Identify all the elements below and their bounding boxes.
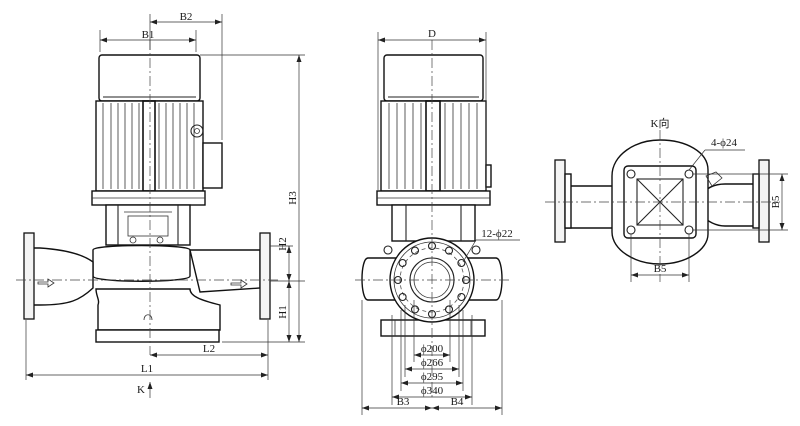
label-d: D (428, 28, 436, 40)
k-view-dimensions (630, 149, 788, 282)
front-view (16, 40, 280, 355)
label-bolt-flange: 12-ϕ22 (481, 228, 512, 240)
label-b3: B3 (397, 396, 410, 408)
label-b5-vertical: B5 (770, 195, 782, 208)
label-k-arrow: K (137, 384, 145, 396)
label-d295: ϕ295 (421, 371, 444, 383)
label-b1: B1 (142, 29, 155, 41)
label-l2: L2 (203, 343, 215, 355)
label-bolt-base: 4-ϕ24 (711, 137, 737, 149)
label-d266: ϕ266 (421, 357, 444, 369)
side-view (355, 40, 510, 400)
label-h1: H1 (277, 305, 289, 318)
label-b4: B4 (451, 396, 464, 408)
label-b2: B2 (180, 11, 193, 23)
k-view (545, 130, 780, 282)
label-d200: ϕ200 (421, 343, 444, 355)
front-view-dimensions (25, 14, 305, 398)
label-h2: H2 (277, 237, 289, 250)
label-d340: ϕ340 (421, 385, 444, 397)
label-b5-horizontal: B5 (654, 263, 667, 275)
label-k-view: K向 (651, 116, 670, 130)
label-l1: L1 (141, 363, 153, 375)
label-h3: H3 (287, 191, 299, 205)
dimension-labels: B2 B1 H3 H2 H1 L2 L1 K D 12-ϕ22 ϕ200 ϕ26… (137, 11, 782, 408)
side-view-dimensions (361, 32, 520, 415)
